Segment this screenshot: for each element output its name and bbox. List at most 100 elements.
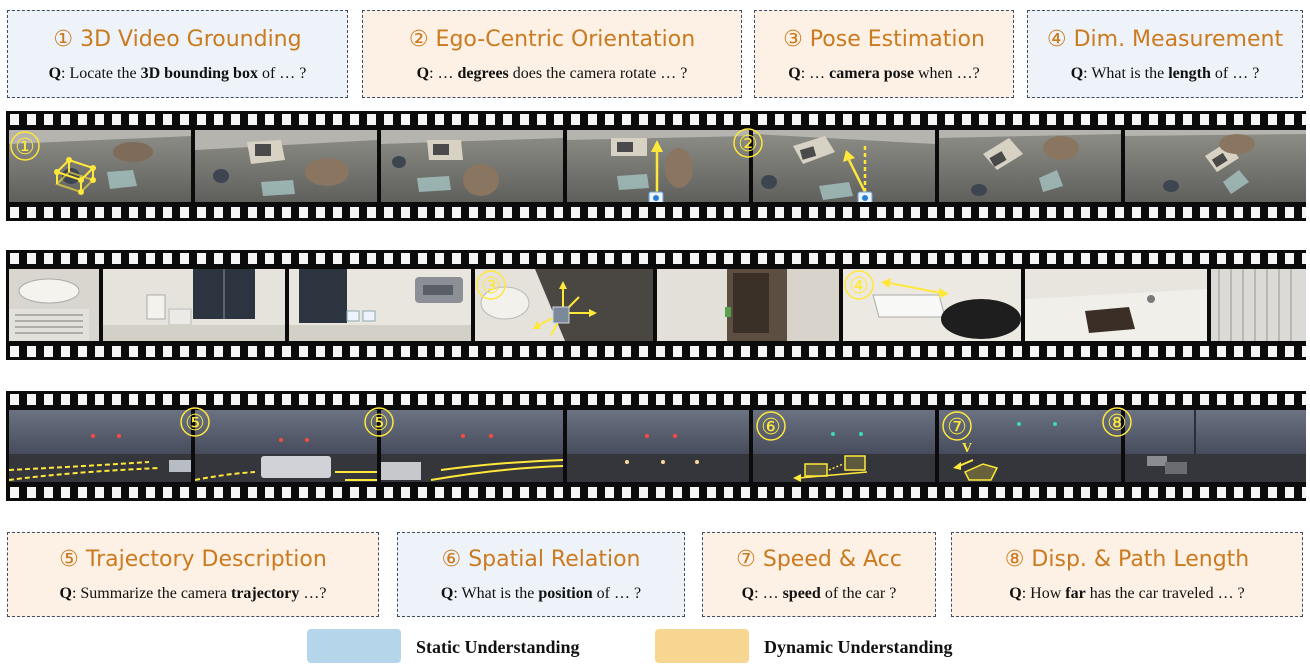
spatial-relation-boxes (804, 455, 866, 477)
tabletop-scene: ① (9, 130, 191, 202)
question-label: Q (1009, 585, 1022, 602)
task-title: ⑦ Speed & Acc (736, 547, 902, 572)
marker-6: ⑥ (761, 415, 781, 440)
marker-5: ⑤ (369, 411, 389, 436)
video-frame: ④ (843, 269, 1021, 341)
driving-scene (9, 410, 191, 482)
task-question: Q: Summarize the camera trajectory …? (8, 586, 378, 602)
tabletop-scene (195, 130, 377, 202)
task-title: ② Ego-Centric Orientation (408, 27, 696, 52)
bathroom-scene (289, 269, 471, 341)
driving-scene: ⑥ (753, 410, 935, 482)
task-box-spatial-relation: ⑥ Spatial Relation Q: What is the positi… (397, 532, 685, 617)
legend-label-dynamic: Dynamic Understanding (764, 637, 953, 657)
video-frame (1125, 410, 1306, 482)
film-strip-driving: ⑥ V ⑦ ⑤ (6, 391, 1306, 501)
trajectory-curve (430, 459, 563, 481)
driving-scene (1125, 410, 1306, 482)
length-measure-arrow (881, 278, 949, 298)
marker-overlay: ⑧ (1102, 407, 1132, 437)
question-label: Q (59, 585, 72, 602)
tabletop-scene (753, 130, 935, 202)
task-box-ego-centric-orientation: ② Ego-Centric Orientation Q: … degrees d… (362, 10, 742, 98)
task-title: ① 3D Video Grounding (53, 27, 302, 52)
task-box-3d-video-grounding: ① 3D Video Grounding Q: Locate the 3D bo… (7, 10, 348, 98)
task-title: ⑧ Disp. & Path Length (1004, 547, 1250, 572)
video-frame (195, 130, 377, 202)
task-title: ④ Dim. Measurement (1046, 27, 1284, 52)
trajectory-curve (9, 461, 160, 481)
video-frame (195, 410, 377, 482)
question-keyword: 3D bounding box (140, 65, 258, 82)
question-label: Q (1070, 65, 1084, 82)
question-text: : … (754, 585, 783, 602)
task-title: ⑥ Spatial Relation (441, 547, 641, 572)
question-text: : … (429, 65, 458, 82)
video-frame (657, 269, 839, 341)
driving-scene: V ⑦ (939, 410, 1121, 482)
video-frame (567, 130, 749, 202)
video-frame (9, 269, 99, 341)
video-frame (1025, 269, 1207, 341)
question-keyword: length (1168, 65, 1211, 82)
question-text: of the car ? (820, 585, 897, 602)
video-frame (381, 410, 563, 482)
velocity-label: V (962, 441, 972, 456)
task-question: Q: Locate the 3D bounding box of … ? (8, 66, 347, 82)
film-perforations (6, 346, 1306, 357)
question-keyword: trajectory (231, 585, 300, 602)
film-perforations (6, 114, 1306, 125)
question-label: Q (416, 65, 430, 82)
marker-overlay: ⑤ (180, 407, 210, 437)
video-frame: V ⑦ (939, 410, 1121, 482)
question-text: : How (1021, 585, 1066, 602)
film-strip-tabletop: ① (6, 111, 1306, 221)
bathroom-scene: ④ (843, 269, 1021, 341)
question-label: Q (440, 585, 454, 602)
task-box-pose-estimation: ③ Pose Estimation Q: … camera pose when … (754, 10, 1014, 98)
question-text: of … ? (592, 585, 642, 602)
question-text: : … (800, 65, 830, 82)
task-question: Q: … camera pose when …? (755, 66, 1013, 82)
question-text: …? (299, 585, 327, 602)
film-perforations (6, 394, 1306, 405)
question-label: Q (741, 585, 755, 602)
task-question: Q: What is the position of … ? (398, 586, 684, 602)
driving-scene (381, 410, 563, 482)
task-box-dim-measurement: ④ Dim. Measurement Q: What is the length… (1027, 10, 1303, 98)
trajectory-curve (195, 471, 377, 481)
video-frame (289, 269, 471, 341)
marker-5: ⑤ (185, 411, 205, 436)
task-box-speed-acc: ⑦ Speed & Acc Q: … speed of the car ? (702, 532, 936, 617)
film-perforations (6, 207, 1306, 218)
marker-3: ③ (481, 274, 501, 299)
bathroom-scene: ③ (475, 269, 653, 341)
question-text: when …? (914, 65, 980, 82)
film-perforations (6, 487, 1306, 498)
task-question: Q: What is the length of … ? (1028, 66, 1302, 82)
video-frame: ⑥ (753, 410, 935, 482)
bathroom-scene (1025, 269, 1207, 341)
marker-overlay: ② (733, 128, 763, 158)
question-text: of … ? (1210, 65, 1260, 82)
legend: Static Understanding Dynamic Understandi… (0, 629, 1310, 663)
question-text: has the car traveled … ? (1085, 585, 1245, 602)
question-keyword: degrees (457, 65, 509, 82)
orientation-arrow (843, 144, 867, 193)
film-strip-bathroom: ③ ④ (6, 250, 1306, 360)
question-text: : Summarize the camera (71, 585, 231, 602)
video-frame (103, 269, 285, 341)
question-text: does the camera rotate … ? (508, 65, 688, 82)
question-text: : What is the (1083, 65, 1169, 82)
speed-box (963, 463, 999, 481)
task-title: ③ Pose Estimation (783, 27, 985, 52)
legend-swatch-static (307, 629, 401, 663)
marker-4: ④ (849, 274, 869, 299)
bathroom-scene (9, 269, 99, 341)
question-text: of … ? (257, 65, 307, 82)
video-frame (1211, 269, 1306, 341)
question-keyword: far (1065, 585, 1086, 602)
marker-circle (10, 131, 40, 161)
task-box-trajectory-description: ⑤ Trajectory Description Q: Summarize th… (7, 532, 379, 617)
marker-1: ① (15, 135, 35, 160)
